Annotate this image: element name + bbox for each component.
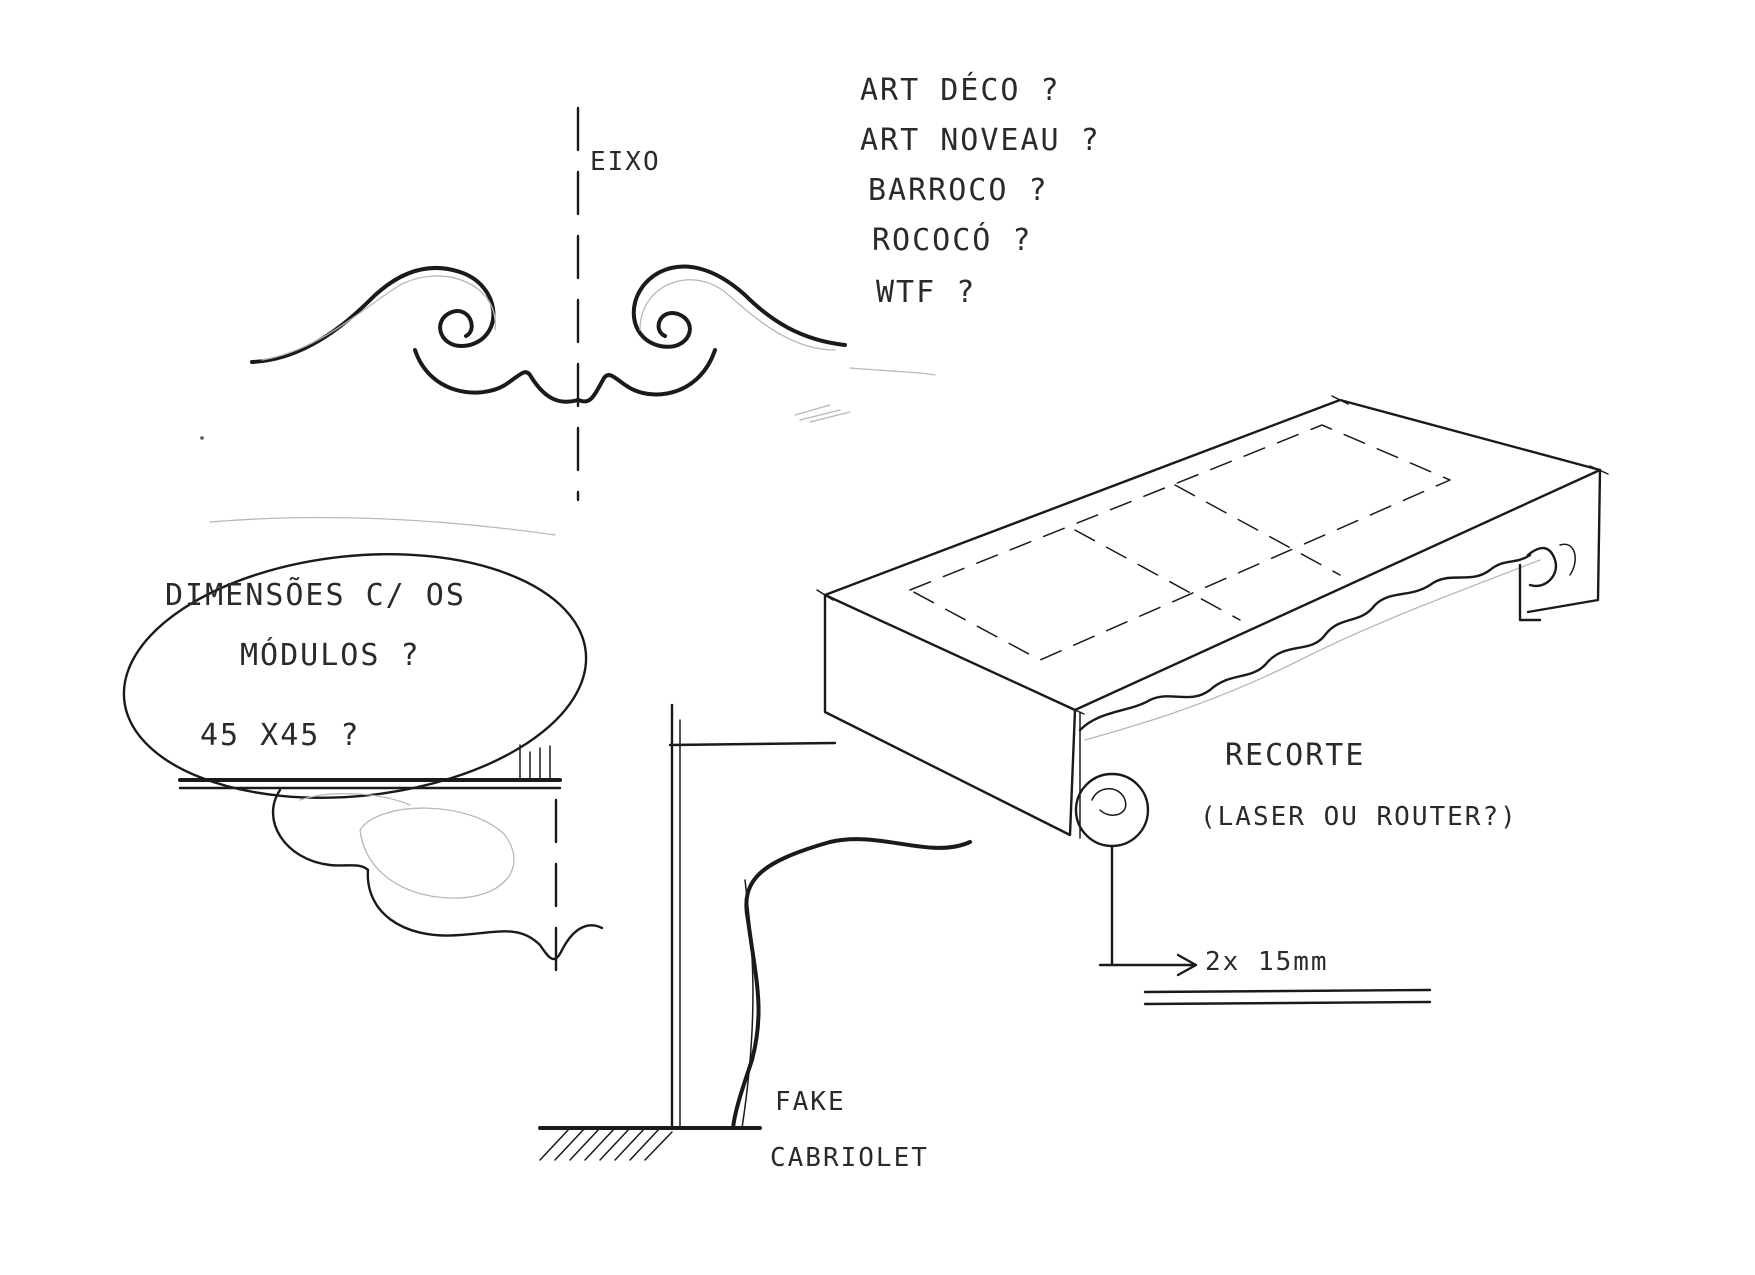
cutout-detail-circle (1074, 772, 1150, 848)
dimensions-note-line-2: MÓDULOS ? (240, 636, 421, 673)
bench-end-scroll (1518, 546, 1558, 622)
left-scroll-lobe (413, 348, 580, 404)
dimensions-note-oval (122, 553, 588, 799)
apron-profile-sketch (178, 744, 604, 987)
dimensions-note-line-1: DIMENSÕES C/ OS (165, 576, 466, 613)
style-question-art-noveau: ART NOVEAU ? (860, 123, 1101, 158)
callout-arrow (1098, 953, 1198, 977)
style-question-wtf: WTF ? (876, 275, 976, 310)
thickness-underline-2 (1143, 1000, 1432, 1006)
thickness-underline-1 (1143, 988, 1432, 994)
bench-module-outline (909, 424, 1451, 661)
dimensions-note: DIMENSÕES C/ OS MÓDULOS ? 45 X45 ? (122, 516, 588, 799)
leg-note-line-2: CABRIOLET (770, 1143, 929, 1173)
bench-module-divider-2 (1174, 484, 1341, 576)
floor-hatch (539, 1127, 673, 1161)
top-reference-line (668, 741, 837, 747)
apron-profile-left-lobe (271, 788, 370, 872)
apron-profile-right-lobe (366, 868, 604, 961)
cutout-note-title: RECORTE (1225, 738, 1365, 773)
bench-module-divider-1 (1074, 529, 1241, 621)
bench-front-face (823, 593, 1077, 837)
cutout-note-subtitle: (LASER OU ROUTER?) (1200, 802, 1518, 832)
bench-top-face (823, 398, 1602, 712)
style-question-list: ART DÉCO ? ART NOVEAU ? BARROCO ? ROCOCÓ… (860, 72, 1101, 310)
dimensions-note-line-3: 45 X45 ? (200, 718, 361, 753)
left-scroll-curl (250, 265, 496, 364)
right-scroll-curl (631, 264, 847, 349)
right-scroll-lobe (576, 348, 717, 404)
axis-label: EIXO (590, 147, 661, 177)
bench-isometric-sketch: 2x 15mm RECORTE (LASER OU ROUTER?) (816, 395, 1609, 1006)
style-question-art-deco: ART DÉCO ? (860, 72, 1061, 108)
bench-scalloped-edge (1078, 553, 1532, 732)
bench-end-face (1526, 468, 1602, 614)
thickness-note: 2x 15mm (1205, 947, 1329, 977)
pencil-specks (200, 404, 851, 440)
leg-elevation-sketch: FAKE CABRIOLET (538, 703, 972, 1173)
scroll-ornament-sketch: EIXO (250, 106, 936, 502)
leg-note-line-1: FAKE (775, 1087, 846, 1117)
cabriolet-leg-curve (731, 837, 972, 1130)
style-question-rococo: ROCOCÓ ? (872, 221, 1033, 258)
style-question-barroco: BARROCO ? (868, 173, 1049, 208)
